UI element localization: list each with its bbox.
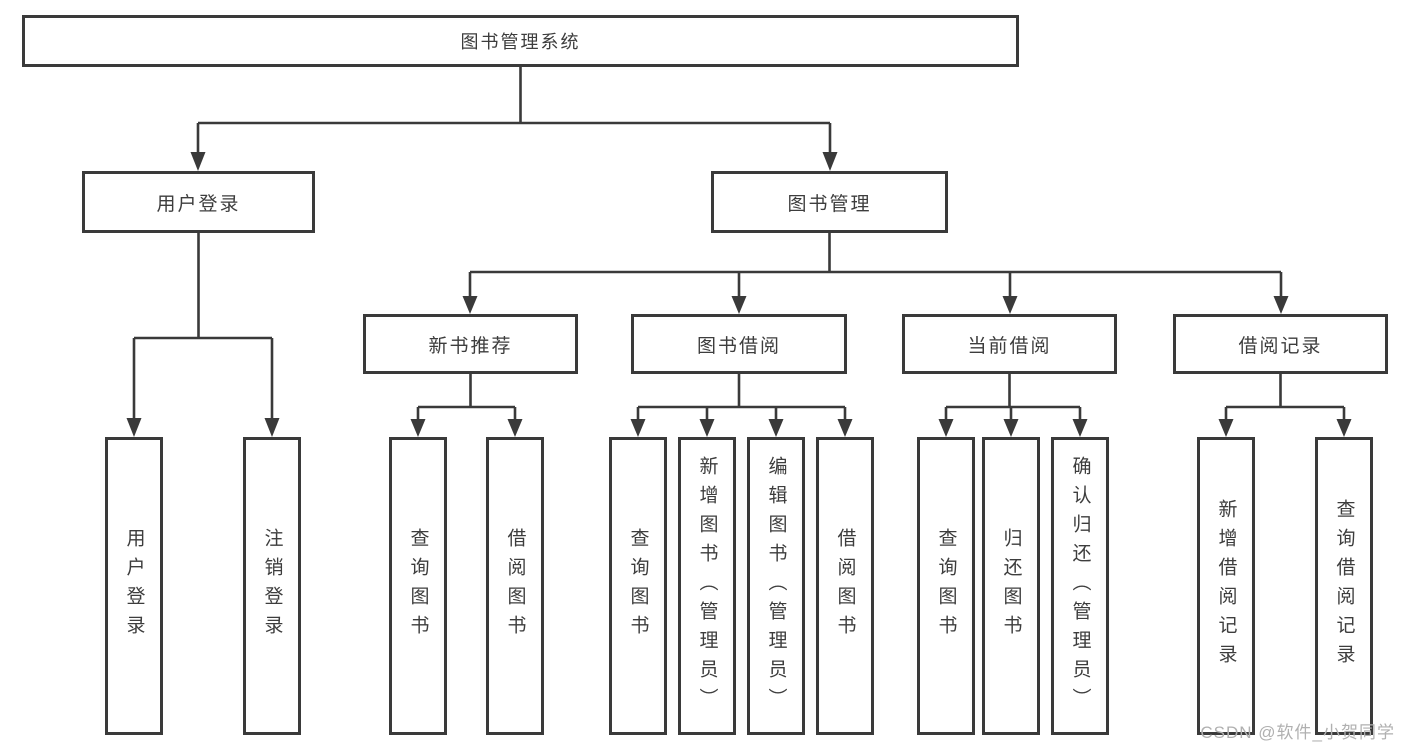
node-system-root-label: 图书管理系统: [460, 32, 581, 52]
node-user-login-label: 用户登录: [156, 193, 241, 215]
node-current-borrow: 当前借阅: [902, 314, 1117, 374]
node-book-management-label: 图书管理: [787, 193, 872, 215]
leaf-add-books-admin-label: 新增图书（管理员）: [696, 455, 718, 717]
leaf-borrow-books: 借阅图书: [816, 437, 874, 735]
connector-user-login: [126, 233, 280, 437]
leaf-query-books-borrow-label: 查询图书: [627, 528, 649, 644]
node-new-book-recommend-label: 新书推荐: [428, 335, 513, 357]
leaf-confirm-return-admin-label: 确认归还（管理员）: [1069, 455, 1091, 717]
leaf-borrow-books-recommend-label: 借阅图书: [504, 528, 526, 644]
node-book-borrow: 图书借阅: [631, 314, 847, 374]
connector-records: [1218, 374, 1352, 437]
leaf-edit-books-admin: 编辑图书（管理员）: [747, 437, 805, 735]
leaf-user-login-label: 用户登录: [123, 528, 145, 644]
node-user-login: 用户登录: [82, 171, 315, 233]
leaf-borrow-books-recommend: 借阅图书: [486, 437, 544, 735]
connector-current: [938, 374, 1088, 437]
leaf-return-books-label: 归还图书: [1000, 528, 1022, 644]
node-system-root: 图书管理系统: [22, 15, 1019, 67]
leaf-borrow-books-label: 借阅图书: [834, 528, 856, 644]
leaf-edit-books-admin-label: 编辑图书（管理员）: [765, 455, 787, 717]
connector-root: [190, 67, 838, 171]
leaf-query-books-current: 查询图书: [917, 437, 975, 735]
leaf-add-books-admin: 新增图书（管理员）: [678, 437, 736, 735]
connector-book-mgmt: [462, 233, 1289, 314]
leaf-query-borrow-record: 查询借阅记录: [1315, 437, 1373, 735]
connector-borrow: [630, 374, 853, 437]
leaf-logout-label: 注销登录: [261, 528, 283, 644]
leaf-add-borrow-record: 新增借阅记录: [1197, 437, 1255, 735]
csdn-watermark: CSDN @软件_小贺同学: [1200, 723, 1395, 742]
node-current-borrow-label: 当前借阅: [967, 335, 1052, 357]
leaf-logout: 注销登录: [243, 437, 301, 735]
node-borrow-records-label: 借阅记录: [1238, 335, 1323, 357]
node-book-management: 图书管理: [711, 171, 948, 233]
leaf-query-books-recommend-label: 查询图书: [407, 528, 429, 644]
leaf-return-books: 归还图书: [982, 437, 1040, 735]
node-borrow-records: 借阅记录: [1173, 314, 1388, 374]
leaf-query-books-current-label: 查询图书: [935, 528, 957, 644]
leaf-add-borrow-record-label: 新增借阅记录: [1215, 499, 1237, 673]
leaf-confirm-return-admin: 确认归还（管理员）: [1051, 437, 1109, 735]
node-book-borrow-label: 图书借阅: [696, 335, 781, 357]
connector-new-rec: [410, 374, 523, 437]
leaf-query-borrow-record-label: 查询借阅记录: [1333, 499, 1355, 673]
leaf-query-books-borrow: 查询图书: [609, 437, 667, 735]
leaf-user-login: 用户登录: [105, 437, 163, 735]
leaf-query-books-recommend: 查询图书: [389, 437, 447, 735]
node-new-book-recommend: 新书推荐: [363, 314, 578, 374]
